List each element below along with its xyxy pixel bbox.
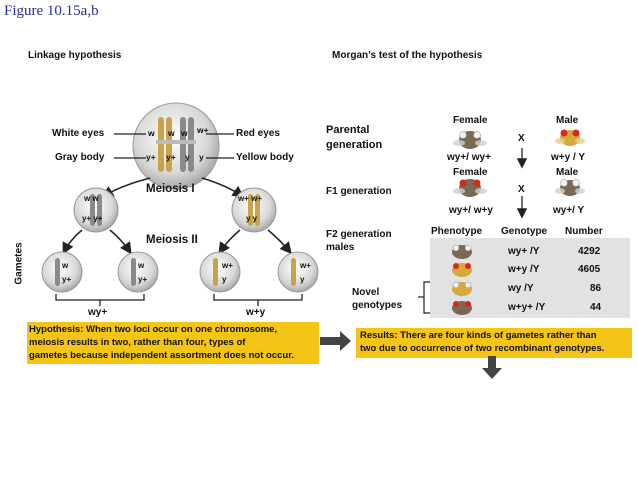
table-row-1-number: 4292 <box>578 246 601 257</box>
m1-left-bottom-alleles: y+ y+ <box>82 214 103 223</box>
parent-allele-w2: w <box>168 128 175 138</box>
gamete-cell-2 <box>117 251 159 293</box>
f2-fly-4 <box>452 301 472 315</box>
label-meiosis2: Meiosis II <box>146 234 198 246</box>
parental-label-line-2: generation <box>326 139 383 151</box>
meiosis1-cell-left <box>73 187 119 233</box>
f2-fly-1 <box>452 244 472 259</box>
parent-allele-y3: y <box>185 152 190 162</box>
table-row-3-genotype: wy /Y <box>508 283 534 294</box>
parental-female-label: Female <box>453 115 488 126</box>
table-header-number: Number <box>565 226 603 237</box>
meiosis2-arrow-4 <box>267 229 292 255</box>
gamete2-bottom-allele: y+ <box>138 275 148 284</box>
f1-male-label: Male <box>556 167 579 178</box>
parental-female-genotype: wy+/ wy+ <box>447 152 491 163</box>
hypothesis-line-1: Hypothesis: When two loci occur on one c… <box>29 324 278 335</box>
right-heading: Morgan’s test of the hypothesis <box>332 50 483 61</box>
parental-cross-x: X <box>518 133 525 144</box>
table-row-1-genotype: wy+ /Y <box>508 246 540 257</box>
gamete-cell-3 <box>199 251 241 293</box>
parental-male-genotype: w+y / Y <box>551 152 586 163</box>
label-yellow-body: Yellow body <box>236 152 294 163</box>
novel-bracket <box>423 281 430 314</box>
gamete-bracket-left <box>55 294 145 301</box>
table-row-3-number: 86 <box>590 283 602 294</box>
f1-female-fly <box>453 179 487 197</box>
table-row-4-genotype: w+y+ /Y <box>508 302 546 313</box>
f1-label: F1 generation <box>326 186 392 197</box>
m1-right-top-alleles: w+ w+ <box>238 194 263 203</box>
f1-female-genotype: wy+/ w+y <box>449 205 493 216</box>
meiosis1-cell-right <box>231 187 277 233</box>
parental-male-label: Male <box>556 115 579 126</box>
m1-right-bottom-alleles: y y <box>246 214 258 223</box>
gamete2-top-allele: w <box>138 261 145 270</box>
parent-allele-w4: w+ <box>197 125 209 135</box>
parent-allele-y1: y+ <box>146 152 156 162</box>
label-meiosis1: Meiosis I <box>146 183 195 195</box>
f1-male-fly <box>555 179 585 196</box>
f1-cross-x: X <box>518 184 525 195</box>
table-row-2-number: 4605 <box>578 264 601 275</box>
figure-label: Figure 10.15a,b <box>4 3 99 19</box>
gamete3-bottom-allele: y <box>222 275 227 284</box>
parent-allele-y4: y <box>199 152 204 162</box>
f1-male-genotype: wy+/ Y <box>553 205 585 216</box>
gamete-type-left: wy+ <box>88 307 108 318</box>
f2-label-line-1: F2 generation <box>326 229 392 240</box>
meiosis1-arrow-right <box>201 177 245 198</box>
f2-fly-3 <box>452 281 472 296</box>
f2-fly-2 <box>452 263 472 277</box>
hypothesis-line-3: gametes because independent assortment d… <box>29 350 295 361</box>
parent-allele-w3: w <box>181 128 188 138</box>
gamete1-bottom-allele: y+ <box>62 275 72 284</box>
f1-female-label: Female <box>453 167 488 178</box>
results-line-2: two due to occurrence of two recombinant… <box>360 343 605 354</box>
parent-allele-y2: y+ <box>166 152 176 162</box>
results-down-arrow <box>482 356 502 379</box>
gamete-type-right: w+y <box>246 307 266 318</box>
parental-female-fly <box>453 131 487 149</box>
gamete-bracket-right <box>213 294 303 301</box>
meiosis2-arrow-2 <box>109 229 132 255</box>
meiosis2-arrow-3 <box>218 229 241 255</box>
label-red-eyes: Red eyes <box>236 128 280 139</box>
parental-male-fly <box>555 129 585 146</box>
table-header-phenotype: Phenotype <box>431 226 483 237</box>
parent-cell <box>132 102 220 190</box>
f2-label-line-2: males <box>326 242 355 253</box>
label-white-eyes: White eyes <box>52 128 105 139</box>
table-row-4-number: 44 <box>590 302 602 313</box>
hypothesis-line-2: meiosis results in two, rather than four… <box>29 337 246 348</box>
novel-label-line-2: genotypes <box>352 300 403 311</box>
results-highlight <box>356 328 632 358</box>
meiosis2-arrow-1 <box>62 229 83 255</box>
pointer-lines <box>114 133 234 159</box>
label-gray-body: Gray body <box>55 152 105 163</box>
gamete4-top-allele: w+ <box>300 261 311 270</box>
results-line-1: Results: There are four kinds of gametes… <box>360 330 597 341</box>
hypothesis-highlight <box>27 322 319 364</box>
hypothesis-to-results-arrow <box>320 331 351 351</box>
m1-left-top-alleles: w w <box>84 194 99 203</box>
left-heading: Linkage hypothesis <box>28 50 122 61</box>
gamete-cell-4 <box>277 251 319 293</box>
table-row-2-genotype: w+y /Y <box>508 264 540 275</box>
table-header-genotype: Genotype <box>501 226 548 237</box>
label-gametes: Gametes <box>13 242 25 285</box>
gamete3-top-allele: w+ <box>222 261 233 270</box>
gamete1-top-allele: w <box>62 261 69 270</box>
novel-label-line-1: Novel <box>352 287 380 298</box>
gamete-cell-1 <box>41 251 83 293</box>
gamete4-bottom-allele: y <box>300 275 305 284</box>
parental-label-line-1: Parental <box>326 124 370 136</box>
parent-allele-w1: w <box>148 128 155 138</box>
